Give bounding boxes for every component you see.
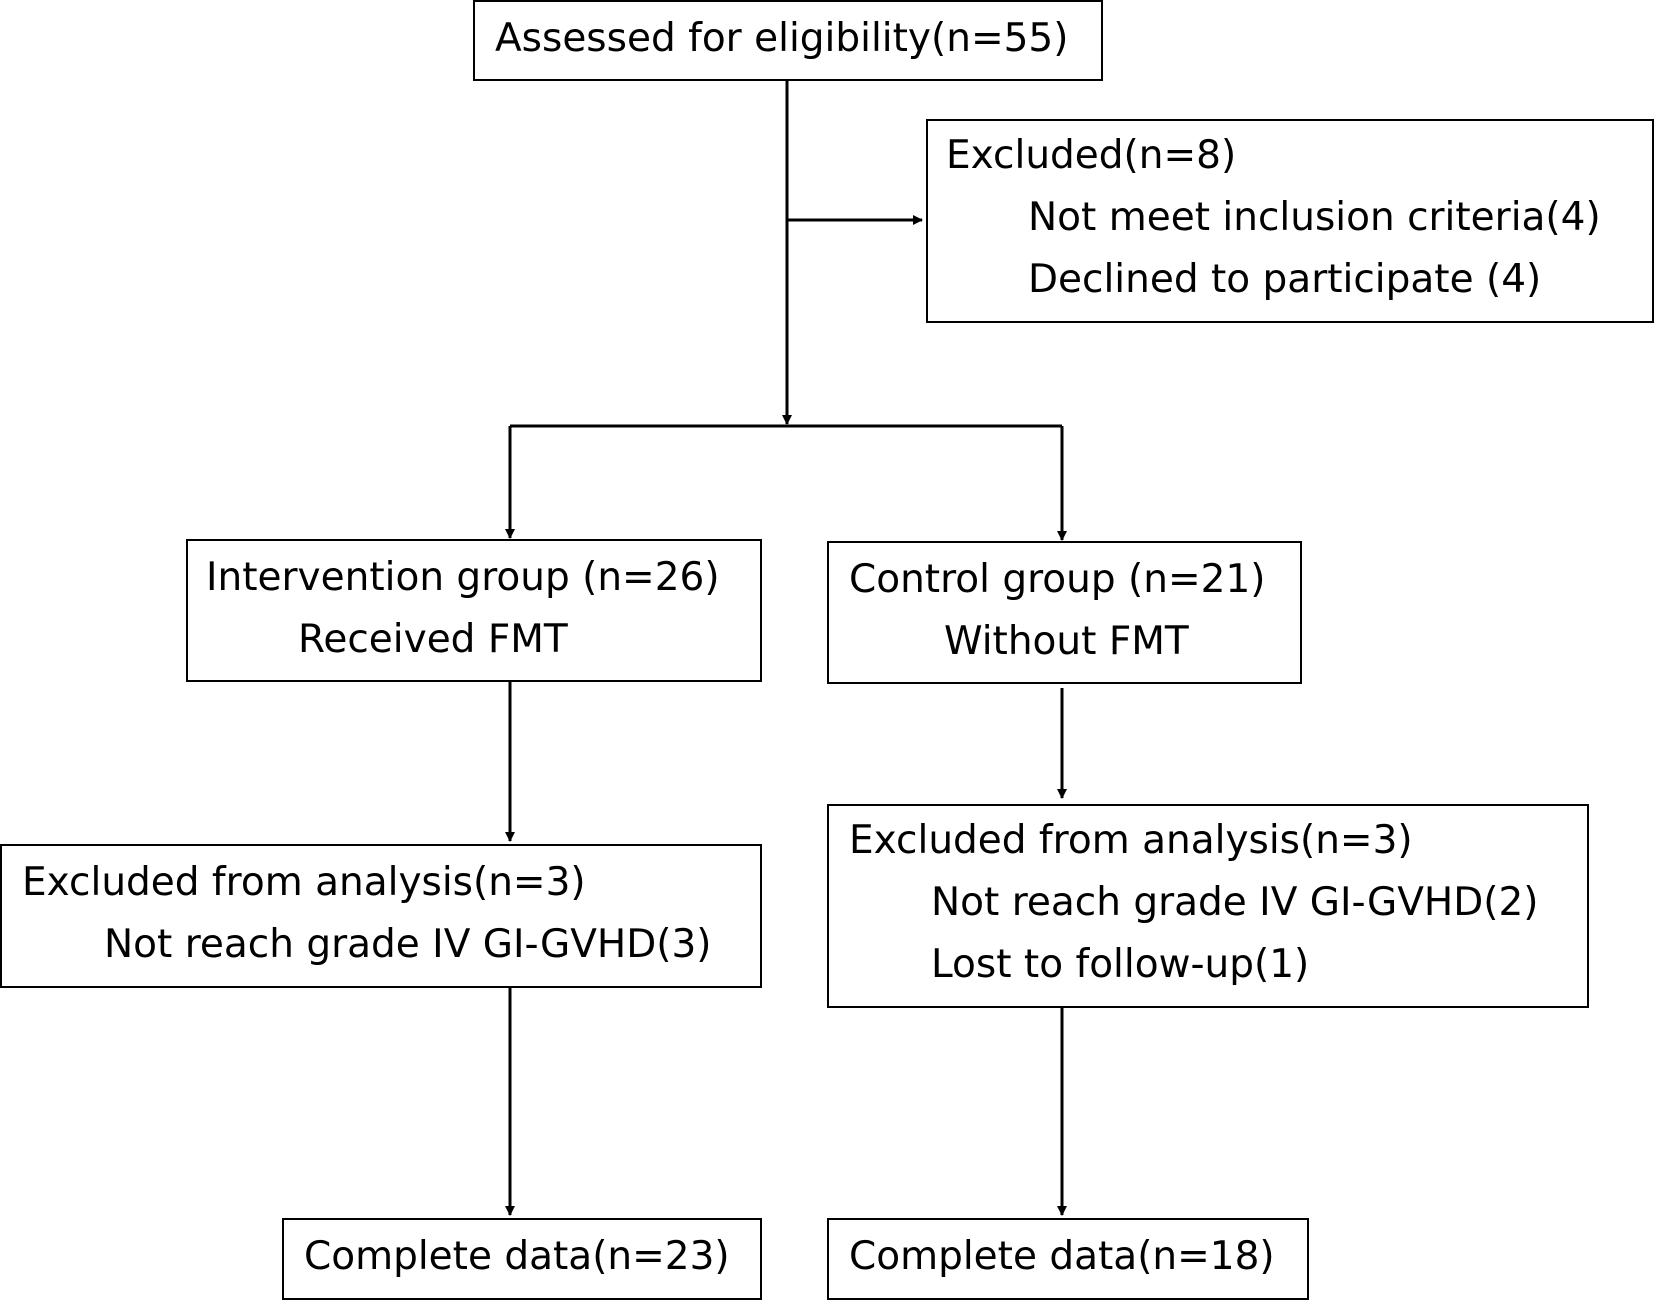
intervention-group-subtitle: Received FMT [298,617,568,662]
intervention-excluded-box: Excluded from analysis(n=3) Not reach gr… [0,844,762,988]
control-excluded-reason: Lost to follow-up(1) [931,942,1310,987]
intervention-complete-label: Complete data(n=23) [304,1234,730,1279]
assessed-title: Assessed for eligibility(n=55) [495,16,1069,61]
control-complete-label: Complete data(n=18) [849,1234,1275,1279]
control-group-box: Control group (n=21) Without FMT [827,541,1302,684]
excluded-reason: Not meet inclusion criteria(4) [1028,195,1601,240]
excluded-box: Excluded(n=8) Not meet inclusion criteri… [926,119,1654,323]
control-excluded-box: Excluded from analysis(n=3) Not reach gr… [827,804,1589,1008]
control-complete-box: Complete data(n=18) [827,1218,1309,1300]
control-excluded-reason: Not reach grade IV GI-GVHD(2) [931,880,1539,925]
control-group-subtitle: Without FMT [944,619,1189,664]
excluded-title: Excluded(n=8) [946,133,1237,178]
control-excluded-title: Excluded from analysis(n=3) [849,818,1413,863]
intervention-excluded-reason: Not reach grade IV GI-GVHD(3) [104,922,712,967]
control-group-title: Control group (n=21) [849,557,1266,602]
intervention-group-title: Intervention group (n=26) [206,555,720,600]
intervention-excluded-title: Excluded from analysis(n=3) [22,860,586,905]
intervention-group-box: Intervention group (n=26) Received FMT [186,539,762,682]
excluded-reason: Declined to participate (4) [1028,257,1542,302]
intervention-complete-box: Complete data(n=23) [282,1218,762,1300]
assessed-box: Assessed for eligibility(n=55) [473,0,1103,81]
